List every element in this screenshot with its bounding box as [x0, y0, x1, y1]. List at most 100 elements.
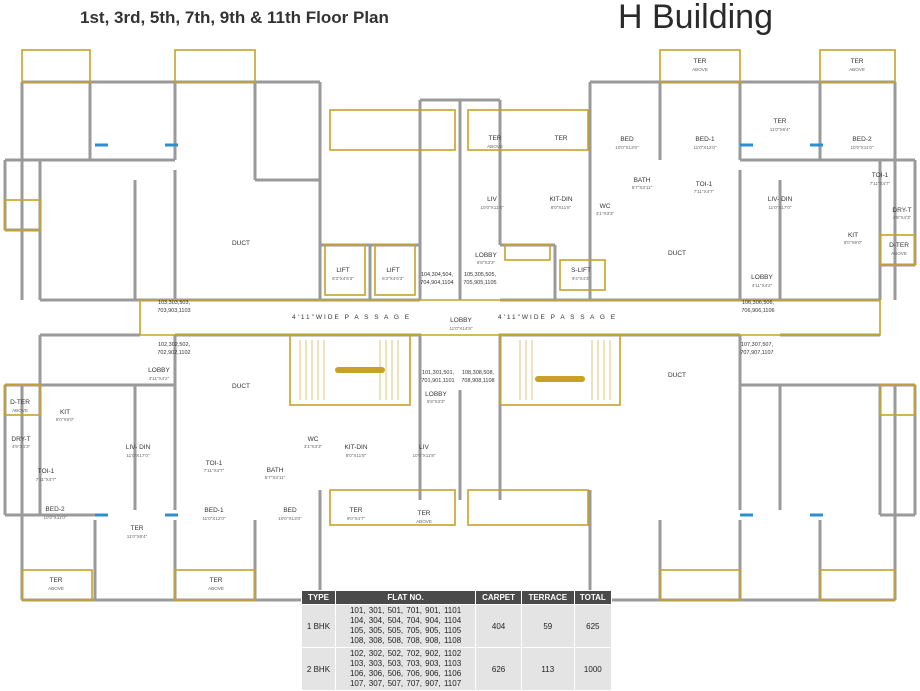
- dim-kit-bl: 8'0"X9'0": [56, 417, 75, 422]
- label-ter-bc1: TER: [350, 507, 363, 514]
- label-livdin-tr: LIV- DIN: [768, 196, 793, 203]
- label-wc-bl: WC: [308, 436, 319, 443]
- floor-plan-title: 1st, 3rd, 5th, 7th, 9th & 11th Floor Pla…: [80, 8, 389, 27]
- label-kit-bl: KIT: [60, 409, 70, 416]
- flats-cell: 101, 301, 501, 701, 901, 1101 104, 304, …: [334, 604, 477, 648]
- table-row: 2 BHK 102, 302, 502, 702, 902, 1102 103,…: [301, 647, 613, 691]
- label-toi1-bl: TOI-1: [38, 468, 55, 475]
- dim-toi1-bl: 7'11"X4'7": [36, 477, 57, 482]
- label-ter-bm: TER: [210, 577, 223, 584]
- label-bed2-bl: BED-2: [45, 506, 65, 513]
- flat-102-line2: 702,902,1102: [157, 350, 190, 356]
- carpet-cell: 626: [475, 647, 522, 691]
- label-toi1-tr2: TOI-1: [872, 172, 889, 179]
- flat-103-line2: 703,903,1103: [157, 308, 190, 314]
- col-terrace: TERRACE: [520, 590, 575, 605]
- label-ter-bl: TER: [50, 577, 63, 584]
- label-duct-br: DUCT: [668, 372, 686, 379]
- label-ter-tr1: TER: [694, 58, 707, 65]
- dim-toi1-tr2: 7'11"X4'7": [870, 181, 891, 186]
- label-bed-bl: BED: [283, 507, 297, 514]
- flat-list-line: 107, 307, 507, 707, 907, 1107: [349, 679, 462, 688]
- dim-wc-bl: 3'1"X3'3": [304, 444, 323, 449]
- dim-lobby-l: 4'11"X4'2": [149, 376, 170, 381]
- flat-list-line: 102, 302, 502, 702, 902, 1102: [349, 649, 462, 658]
- label-dryt-tr: DRY-T: [892, 207, 911, 214]
- label-above-tr1: ABOVE: [692, 67, 708, 72]
- label-lobby-bc: LOBBY: [425, 391, 447, 398]
- dim-bed2-tr: 10'0"X11'0": [850, 145, 873, 150]
- label-dter-bl: D-TER: [10, 399, 30, 406]
- dim-toi1-bl2: 7'11"X4'7": [204, 468, 225, 473]
- label-liv-tc: LIV: [487, 196, 497, 203]
- dim-dryt-bl: 4'9"X4'3": [12, 444, 31, 449]
- dim-bed-bl: 10'0"X13'0": [278, 516, 302, 521]
- label-ter-bl2: TER: [131, 525, 144, 532]
- label-kit-tr: KIT: [848, 232, 858, 239]
- type-cell: 2 BHK: [301, 647, 336, 691]
- flat-list-line: 103, 303, 503, 703, 903, 1103: [349, 659, 462, 668]
- flat-list-line: 101, 301, 501, 701, 901, 1101: [349, 606, 462, 615]
- label-ter-bc2: TER: [418, 510, 431, 517]
- table-row: 1 BHK 101, 301, 501, 701, 901, 1101 104,…: [301, 604, 613, 648]
- col-carpet: CARPET: [475, 590, 522, 605]
- flats-cell: 102, 302, 502, 702, 902, 1102 103, 303, …: [334, 647, 477, 691]
- label-above-top1: ABOVE: [487, 144, 503, 149]
- label-duct-tl: DUCT: [232, 240, 250, 247]
- flat-106-line1: 106,306,506,: [742, 300, 775, 306]
- col-total: TOTAL: [573, 590, 613, 605]
- label-duct-tr: DUCT: [668, 250, 686, 257]
- label-lobby-tc: LOBBY: [475, 252, 497, 259]
- flat-103-line1: 103,303,503,: [158, 300, 191, 306]
- label-livdin-bl: LIV- DIN: [126, 444, 151, 451]
- passage-left-label: 4'11"WIDE P A S S A G E: [292, 314, 411, 321]
- dim-bath-bl: 5'7"X3'11": [265, 475, 286, 480]
- flat-list-line: 104, 304, 504, 704, 904, 1104: [349, 616, 462, 625]
- col-type: TYPE: [301, 590, 336, 605]
- flat-list-line: 106, 306, 506, 706, 906, 1106: [349, 669, 462, 678]
- dim-kitdin-bc: 8'0"X11'8": [346, 453, 367, 458]
- dim-kitdin-tc: 8'0"X11'8": [551, 205, 572, 210]
- flat-105-line1: 105,305,505,: [464, 272, 497, 278]
- terrace-cell: 59: [520, 604, 575, 648]
- dim-wc-tc: 3'1"X3'3": [596, 211, 615, 216]
- dim-livdin-tr: 11'0"X17'0": [768, 205, 791, 210]
- label-above-bc2: ABOVE: [416, 519, 432, 524]
- label-lobby-l: LOBBY: [148, 367, 170, 374]
- dim-lift-1: 6'3"X4'6'3": [332, 276, 354, 281]
- label-toi1-tr: TOI-1: [696, 181, 713, 188]
- dim-ter-bl2: 11'0"X6'4": [127, 534, 148, 539]
- label-dter-above-bl: ABOVE: [12, 408, 28, 413]
- dim-bath-tr: 5'7"X3'11": [632, 185, 653, 190]
- flat-107-line2: 707,907,1107: [740, 350, 773, 356]
- label-bath-tr: BATH: [634, 177, 651, 184]
- dim-ter-top3: 11'0"X6'4": [770, 127, 791, 132]
- label-dter-above-tr: ABOVE: [891, 251, 907, 256]
- label-ter-tr2: TER: [851, 58, 864, 65]
- dim-kit-tr: 8'0"X9'0": [844, 240, 863, 245]
- dim-bed-tr: 10'0"X13'0": [615, 145, 639, 150]
- label-kitdin-tc: KIT-DIN: [549, 196, 572, 203]
- flat-108-line1: 108,308,508,: [462, 370, 495, 376]
- flat-105-line2: 705,905,1105: [463, 280, 496, 286]
- label-liv-bc: LIV: [419, 444, 429, 451]
- col-flat-no: FLAT NO.: [334, 590, 477, 605]
- label-above-bl: ABOVE: [48, 586, 64, 591]
- dim-liv-tc: 10'0"X11'8": [480, 205, 503, 210]
- dim-lobby-tc: 5'8"X3'3": [477, 260, 496, 265]
- label-lift-1: LIFT: [336, 267, 349, 274]
- label-bed1-bl: BED-1: [204, 507, 224, 514]
- label-ter-top1: TER: [489, 135, 502, 142]
- dim-bed1-tr: 11'0"X12'0": [693, 145, 716, 150]
- dim-liv-bc: 10'0"X11'8": [412, 453, 435, 458]
- total-cell: 625: [573, 604, 613, 648]
- dim-lobby-c: 11'0"X14'5": [449, 326, 472, 331]
- label-bed1-tr: BED-1: [695, 136, 715, 143]
- total-cell: 1000: [573, 647, 613, 691]
- flat-104-line1: 104,304,504,: [421, 272, 454, 278]
- dim-livdin-bl: 11'0"X17'0": [126, 453, 149, 458]
- flat-102-line1: 102,302,502,: [158, 342, 191, 348]
- label-toi1-bl2: TOI-1: [206, 460, 223, 467]
- label-bed-tr: BED: [620, 136, 634, 143]
